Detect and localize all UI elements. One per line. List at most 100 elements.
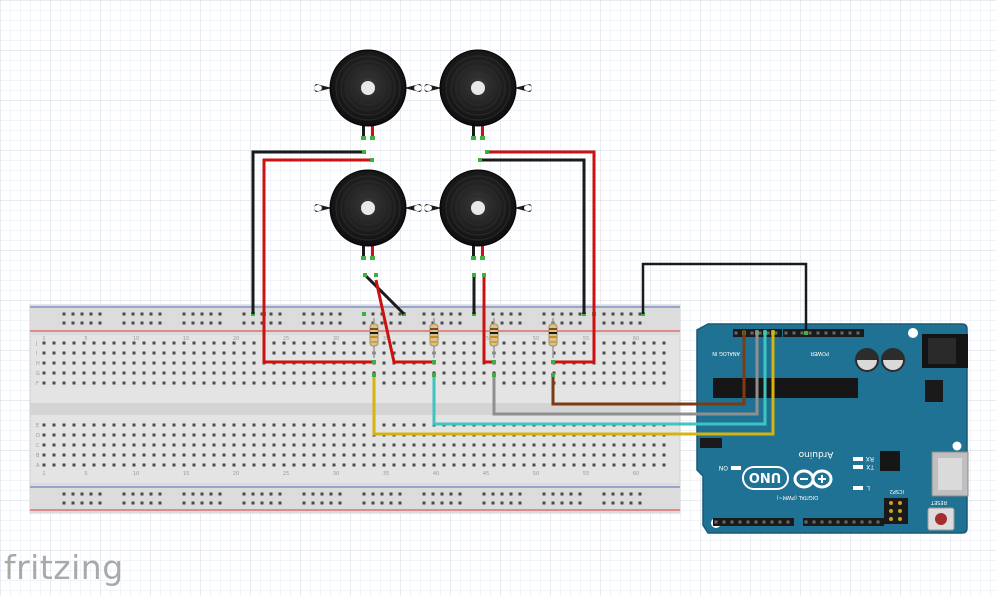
breadboard-hole: [562, 381, 566, 385]
rail-hole: [191, 312, 195, 316]
breadboard-hole: [512, 361, 516, 365]
rail-hole: [218, 492, 222, 496]
breadboard-hole: [652, 361, 656, 365]
breadboard-hole: [452, 351, 456, 355]
rail-hole: [422, 492, 426, 496]
breadboard-hole: [562, 341, 566, 345]
header-pin[interactable]: [758, 331, 762, 335]
header-pin[interactable]: [762, 520, 766, 524]
header-pin[interactable]: [778, 520, 782, 524]
breadboard-hole: [142, 453, 146, 457]
breadboard-hole: [442, 341, 446, 345]
breadboard-hole: [572, 381, 576, 385]
breadboard-hole: [622, 463, 626, 467]
header-pin[interactable]: [774, 331, 778, 335]
header-pin[interactable]: [820, 520, 824, 524]
wire-brown[interactable]: [551, 330, 746, 406]
breadboard-hole: [462, 351, 466, 355]
breadboard-hole: [212, 351, 216, 355]
breadboard-hole: [102, 463, 106, 467]
wire-black[interactable]: [251, 150, 364, 314]
breadboard-hole: [82, 341, 86, 345]
header-pin[interactable]: [784, 331, 788, 335]
breadboard-hole: [182, 423, 186, 427]
header-pin[interactable]: [766, 331, 770, 335]
icsp-pin: [889, 509, 893, 513]
header-pin[interactable]: [770, 520, 774, 524]
resistor-icon[interactable]: [369, 318, 379, 358]
header-pin[interactable]: [734, 331, 738, 335]
capacitor-mark: [883, 360, 903, 370]
header-pin[interactable]: [852, 520, 856, 524]
header-pin[interactable]: [868, 520, 872, 524]
rail-hole: [542, 312, 546, 316]
header-pin[interactable]: [848, 331, 852, 335]
resistor-icon[interactable]: [548, 318, 558, 358]
wire-red[interactable]: [374, 279, 434, 364]
header-pin[interactable]: [738, 520, 742, 524]
rail-hole: [449, 492, 453, 496]
rail-hole: [80, 501, 84, 505]
header-pin[interactable]: [792, 331, 796, 335]
header-pin[interactable]: [856, 331, 860, 335]
header-pin[interactable]: [816, 331, 820, 335]
resistor-icon[interactable]: [429, 318, 439, 358]
header-pin[interactable]: [714, 520, 718, 524]
wire-red[interactable]: [262, 158, 374, 364]
breadboard-hole: [302, 433, 306, 437]
center-channel: [30, 403, 680, 415]
rail-hole: [311, 312, 315, 316]
wire-red[interactable]: [487, 150, 596, 364]
header-pin[interactable]: [860, 520, 864, 524]
header-pin[interactable]: [786, 520, 790, 524]
breadboard-hole: [122, 463, 126, 467]
piezo-buzzer-icon[interactable]: [314, 169, 422, 260]
header-pin[interactable]: [808, 331, 812, 335]
rail-hole: [320, 501, 324, 505]
wire-black[interactable]: [363, 273, 406, 316]
header-pin[interactable]: [746, 520, 750, 524]
header-pin[interactable]: [730, 520, 734, 524]
wire-black-gnd[interactable]: [641, 262, 808, 330]
header-pin[interactable]: [722, 520, 726, 524]
column-number: 25: [283, 471, 289, 477]
header-pin[interactable]: [832, 331, 836, 335]
header-pin[interactable]: [836, 520, 840, 524]
digital-label: DIGITAL (PWM~): [776, 494, 818, 500]
wire-endpoint: [492, 373, 496, 377]
breadboard-hole: [462, 381, 466, 385]
breadboard-hole: [402, 463, 406, 467]
piezo-buzzer-icon[interactable]: [424, 169, 532, 260]
rail-hole: [431, 492, 435, 496]
rail-hole: [200, 492, 204, 496]
breadboard-hole: [52, 463, 56, 467]
resistor-icon[interactable]: [489, 318, 499, 358]
wire-gray[interactable]: [492, 330, 759, 416]
header-pin[interactable]: [754, 520, 758, 524]
rail-hole: [209, 321, 213, 325]
rail-hole: [629, 501, 633, 505]
header-pin[interactable]: [824, 331, 828, 335]
wire-yellow[interactable]: [372, 330, 775, 436]
header-pin[interactable]: [750, 331, 754, 335]
header-pin[interactable]: [800, 331, 804, 335]
breadboard-hole: [342, 443, 346, 447]
breadboard-hole: [342, 453, 346, 457]
column-number: 50: [533, 471, 539, 477]
wire-black[interactable]: [480, 158, 586, 314]
header-pin[interactable]: [828, 520, 832, 524]
piezo-buzzer-icon[interactable]: [314, 49, 422, 140]
breadboard-hole: [92, 433, 96, 437]
header-pin[interactable]: [840, 331, 844, 335]
header-pin[interactable]: [804, 520, 808, 524]
rail-hole: [569, 492, 573, 496]
header-pin[interactable]: [844, 520, 848, 524]
header-pin[interactable]: [812, 520, 816, 524]
header-pin[interactable]: [876, 520, 880, 524]
reset-button-cap[interactable]: [935, 513, 947, 525]
breadboard-hole: [152, 351, 156, 355]
breadboard-hole: [42, 351, 46, 355]
piezo-buzzer-icon[interactable]: [424, 49, 532, 140]
wire-cyan[interactable]: [432, 330, 767, 426]
wire-red[interactable]: [482, 275, 494, 364]
